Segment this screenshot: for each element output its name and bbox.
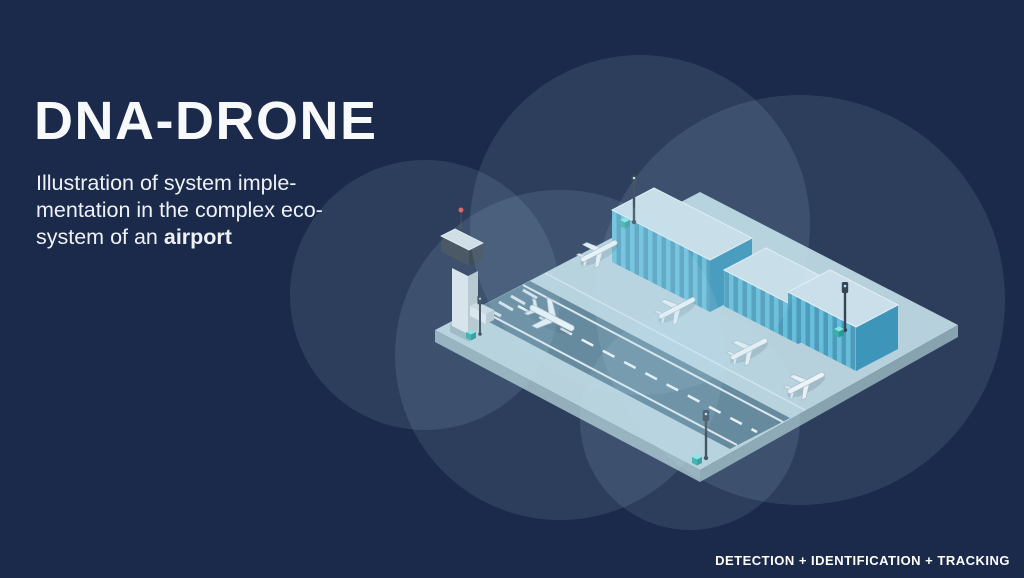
- coverage-zone-bottom: [580, 310, 800, 530]
- subtitle: Illustration of system imple- mentation …: [36, 170, 323, 251]
- terminal-a-facade-windows: [612, 210, 710, 312]
- service-building-facade: [470, 306, 486, 324]
- tower-shaft-front: [452, 268, 468, 334]
- taxiway-edge-line: [544, 272, 806, 411]
- coverage-zone-top: [470, 55, 810, 395]
- runway-edge-line-upper: [522, 284, 784, 423]
- runway-centerline-dashed: [517, 304, 758, 434]
- tower-deck-glass-front: [441, 236, 469, 266]
- coverage-zones: [290, 55, 1005, 530]
- terminal-c-facade-windows: [788, 292, 856, 371]
- subtitle-airport-bold: airport: [163, 225, 232, 249]
- airport-platform: [435, 192, 958, 482]
- control-tower: [440, 207, 484, 342]
- page-title: DNA-DRONE: [34, 91, 378, 151]
- service-building: [470, 302, 494, 324]
- terminal-building-a: [610, 187, 754, 312]
- coverage-zone-left: [290, 160, 560, 430]
- runway-edge-line-lower: [476, 307, 738, 446]
- subtitle-line-3-prefix: system of an: [36, 225, 164, 249]
- subtitle-line-3: system of an airport: [36, 224, 323, 251]
- terminal-a-roof: [610, 187, 754, 261]
- terminal-building-c: [786, 269, 900, 371]
- coverage-zone-right: [595, 95, 1005, 505]
- terminal-b-facade-windows: [724, 270, 798, 344]
- service-building-side: [486, 310, 494, 324]
- platform-edge-right: [700, 325, 958, 482]
- subtitle-line-1: Illustration of system imple-: [36, 171, 297, 195]
- service-building-roof: [470, 302, 494, 314]
- subtitle-line-2: mentation in the complex eco-: [36, 198, 323, 222]
- tower-antenna-beacon: [458, 207, 464, 213]
- platform-edge-left: [435, 330, 700, 482]
- tower-deck-glass-side: [469, 243, 483, 266]
- terminal-c-roof: [786, 269, 900, 328]
- platform-top-surface: [435, 192, 958, 470]
- coverage-zone-bottom-left: [395, 190, 725, 520]
- tower-deck-roof: [440, 228, 484, 251]
- tower-pedestal: [450, 324, 470, 342]
- footer-tagline: DETECTION + IDENTIFICATION + TRACKING: [715, 553, 1010, 568]
